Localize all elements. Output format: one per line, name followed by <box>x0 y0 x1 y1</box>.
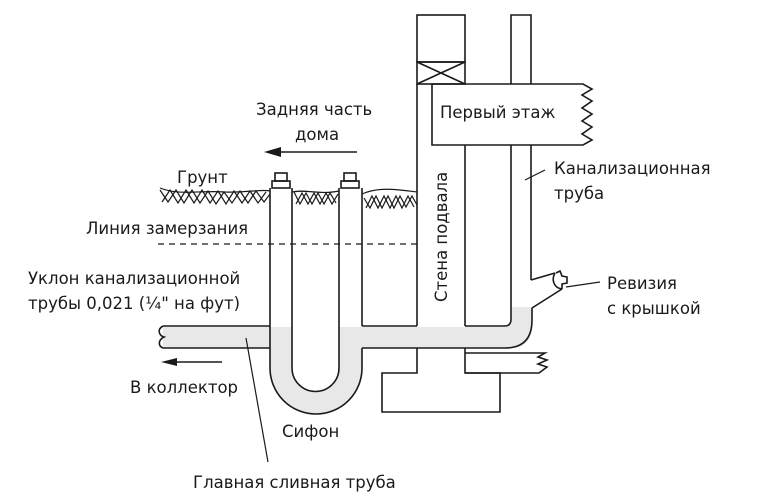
label-soil-stack-2: труба <box>554 184 604 203</box>
first-floor <box>431 83 594 146</box>
label-main-drain: Главная сливная труба <box>193 473 396 492</box>
label-slope-1: Уклон канализационной <box>28 269 240 288</box>
water-fill <box>163 307 532 414</box>
label-back-of-house: Задняя часть <box>256 100 372 119</box>
trap <box>269 172 363 415</box>
label-cleanout-2: с крышкой <box>607 299 701 318</box>
leader-cleanout <box>565 281 601 288</box>
label-basement-wall: Стена подвала <box>432 172 451 302</box>
label-back-of-house-2: дома <box>295 125 339 144</box>
label-trap: Сифон <box>282 422 339 441</box>
vent-cap-right <box>340 180 360 189</box>
main-drain-pipe <box>158 325 270 349</box>
label-to-sewer: В коллектор <box>130 378 238 397</box>
label-ground: Грунт <box>177 168 228 187</box>
house-drain-pipe <box>362 145 533 349</box>
ground-hatch <box>159 187 418 210</box>
soil-stack <box>510 14 532 280</box>
label-slope-2: трубы 0,021 (¼" на фут) <box>28 294 240 313</box>
cleanout <box>530 269 568 309</box>
leader-main-drain <box>245 337 269 463</box>
wall-top-block <box>416 14 466 63</box>
label-first-floor: Первый этаж <box>440 103 556 122</box>
basement-floor <box>465 352 550 374</box>
leader-soil-stack <box>524 169 546 181</box>
vent-cap-left <box>271 180 291 189</box>
arrow-left-icon <box>161 358 222 366</box>
label-frost-line: Линия замерзания <box>86 219 248 238</box>
label-cleanout-1: Ревизия <box>607 274 677 293</box>
label-soil-stack-1: Канализационная <box>554 159 711 178</box>
arrow-left-icon <box>264 147 357 157</box>
